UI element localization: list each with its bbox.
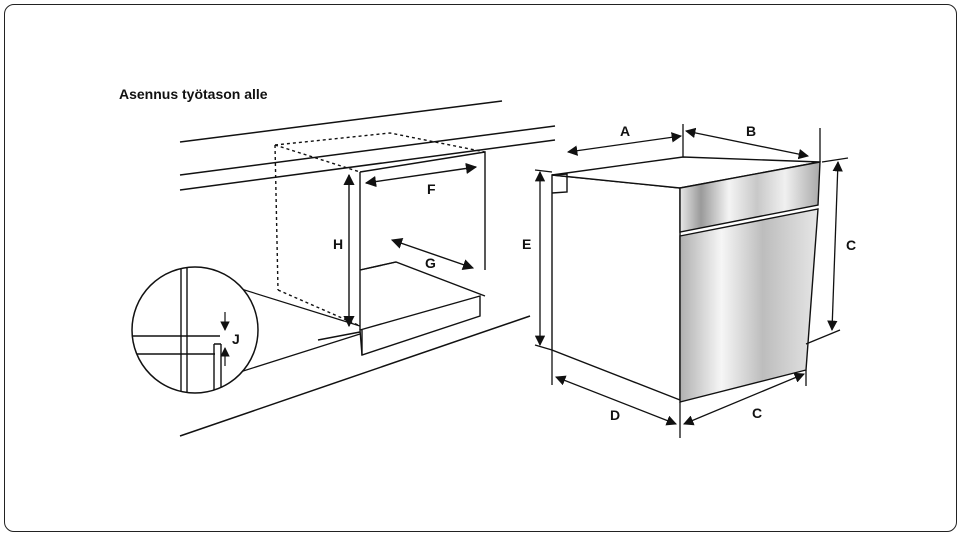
- oven-dimensions: [534, 124, 849, 438]
- niche-dimensions: [343, 162, 478, 328]
- dim-c-side-arrow: [827, 160, 843, 332]
- oven-body: [551, 156, 821, 402]
- label-a: A: [620, 123, 630, 139]
- dim-g-arrow: [390, 238, 475, 270]
- diagram-title: Asennus työtason alle: [119, 86, 268, 102]
- label-f: F: [427, 181, 436, 197]
- diagram-frame: [4, 4, 957, 532]
- label-h: H: [333, 236, 343, 252]
- dim-a-arrow: [566, 132, 683, 156]
- dim-d-arrow: [555, 375, 677, 426]
- label-e: E: [522, 236, 531, 252]
- oven-door: [679, 208, 819, 403]
- label-b: B: [746, 123, 756, 139]
- label-g: G: [425, 255, 436, 271]
- label-j: J: [232, 331, 240, 347]
- label-c-bottom: C: [752, 405, 762, 421]
- detail-magnifier: [131, 266, 361, 394]
- label-c-side: C: [846, 237, 856, 253]
- oven-control-panel: [679, 161, 821, 233]
- cabinet-niche: [274, 132, 486, 356]
- dim-c-bottom-arrow: [683, 372, 805, 426]
- label-d: D: [610, 407, 620, 423]
- dim-b-arrow: [684, 127, 810, 160]
- dim-f-arrow: [364, 162, 478, 188]
